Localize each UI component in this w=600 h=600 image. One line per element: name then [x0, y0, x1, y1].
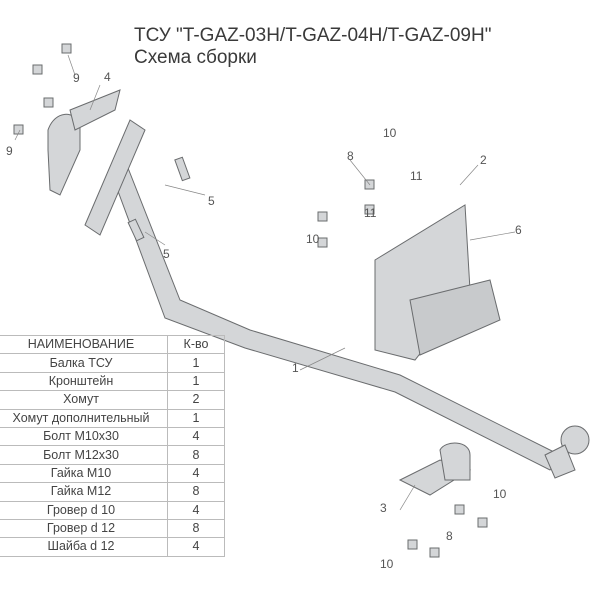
part-qty: 4 — [167, 463, 225, 484]
header-name: НАИМЕНОВАНИЕ — [0, 334, 168, 355]
part-name: Гровер d 10 — [0, 500, 168, 520]
bolt-5 — [174, 156, 191, 182]
callout-8: 8 — [446, 529, 453, 543]
callout-10: 10 — [380, 557, 394, 571]
callout-8: 8 — [347, 149, 354, 163]
callout-10: 10 — [306, 232, 320, 246]
callout-5: 5 — [163, 247, 170, 261]
title-subtitle: Схема сборки — [134, 47, 257, 68]
nuts-group-left — [13, 43, 72, 135]
part-qty: 8 — [167, 445, 225, 465]
part-qty: 4 — [167, 426, 225, 447]
part-name: Гайка М12 — [0, 482, 168, 502]
callout-2: 2 — [480, 153, 487, 167]
part-name: Болт М12х30 — [0, 445, 168, 465]
part-qty: 8 — [167, 518, 225, 539]
table-header-row: НАИМЕНОВАНИЕ К-во — [0, 334, 225, 355]
part-qty: 1 — [167, 371, 225, 392]
callout-3: 3 — [380, 501, 387, 515]
part-qty: 4 — [167, 500, 225, 520]
diagram-title: ТСУ "T-GAZ-03H/T-GAZ-04H/T-GAZ-09H" Схем… — [134, 25, 491, 69]
part-name: Гровер d 12 — [0, 518, 168, 539]
part-name: Болт М10х30 — [0, 426, 168, 447]
part-name: Кронштейн — [0, 371, 168, 392]
part-qty: 2 — [167, 390, 225, 410]
nuts-group-bottom — [407, 504, 488, 558]
callout-9: 9 — [6, 144, 13, 158]
part-name: Шайба d 12 — [0, 537, 168, 557]
part-name: Гайка М10 — [0, 463, 168, 484]
part-name: Балка ТСУ — [0, 353, 168, 373]
callout-10: 10 — [493, 487, 507, 501]
part-qty: 4 — [167, 537, 225, 557]
part-qty: 1 — [167, 408, 225, 428]
title-model: ТСУ "T-GAZ-03H/T-GAZ-04H/T-GAZ-09H" — [134, 25, 492, 46]
tow-ball — [560, 425, 590, 455]
part-name: Хомут — [0, 390, 168, 410]
part-name: Хомут дополнительный — [0, 408, 168, 428]
beam-flange — [84, 119, 146, 236]
bolt-5 — [127, 218, 145, 242]
callout-11: 11 — [364, 206, 377, 220]
callout-11: 11 — [410, 169, 423, 183]
header-qty: К-во — [167, 334, 225, 355]
callout-9: 9 — [73, 71, 80, 85]
leader-lines — [14, 54, 516, 511]
callout-5: 5 — [208, 194, 215, 208]
callout-10: 10 — [383, 126, 397, 140]
part-qty: 8 — [167, 482, 225, 502]
callout-4: 4 — [104, 70, 111, 84]
callout-1: 1 — [292, 361, 299, 375]
callout-6: 6 — [515, 223, 522, 237]
part-qty: 1 — [167, 353, 225, 373]
